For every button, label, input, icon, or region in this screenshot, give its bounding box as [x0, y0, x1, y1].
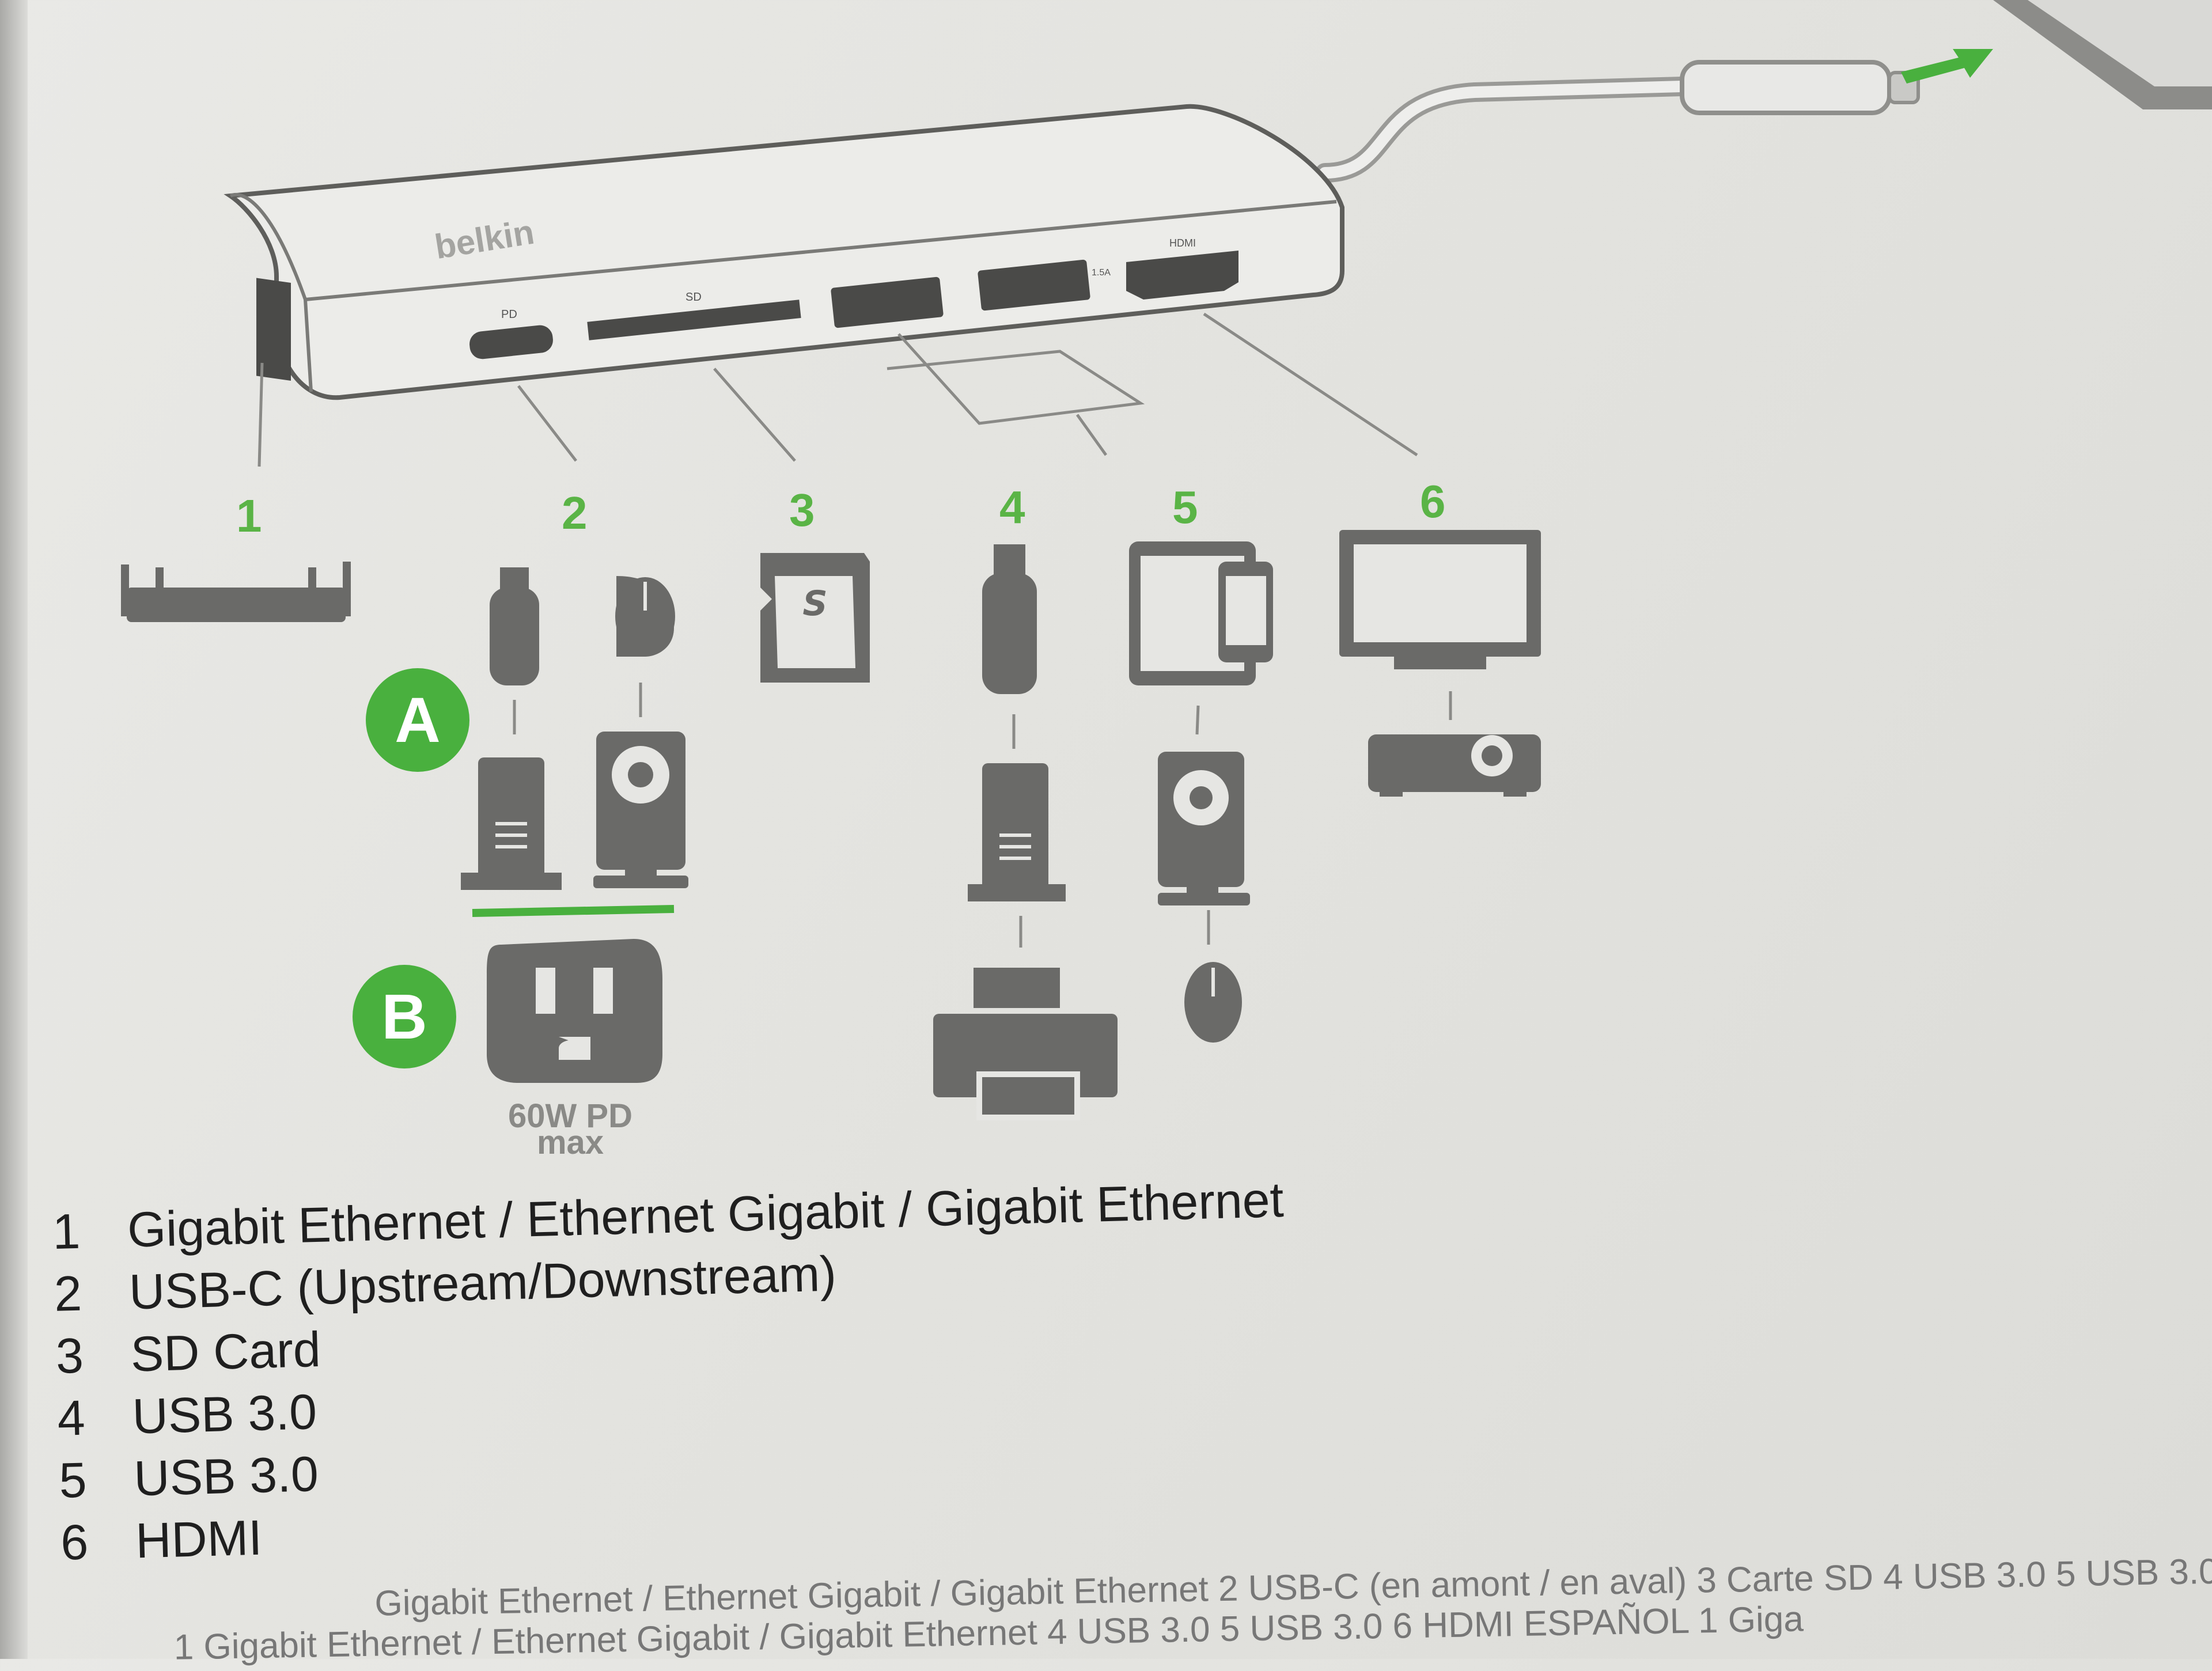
usb-drive-icon-4 [982, 544, 1037, 694]
hard-drive-icon-a [461, 757, 562, 890]
printer-icon [933, 968, 1118, 1120]
usb-a-port-2 [978, 259, 1090, 311]
group-b-badge: B [353, 965, 456, 1068]
legend-num: 6 [60, 1514, 89, 1571]
callout-5: 5 [1172, 482, 1198, 533]
callout-4: 4 [999, 482, 1025, 533]
group-divider [472, 905, 675, 917]
hard-drive-icon-4 [968, 763, 1066, 901]
leader-lines [257, 312, 1418, 467]
monitor-icon [1339, 530, 1541, 669]
legend-text: USB 3.0 [133, 1446, 319, 1507]
legend-text: SD Card [130, 1321, 321, 1382]
webcam-icon-5 [1158, 752, 1250, 905]
sd-card-icon: S [760, 553, 870, 683]
legend-num: 1 [52, 1203, 81, 1260]
usb-c-cable [1315, 77, 1692, 183]
group-a-badge: A [366, 668, 469, 772]
legend-text: HDMI [135, 1510, 263, 1569]
callout-2: 2 [562, 487, 588, 539]
mouse-icon-5 [1184, 962, 1242, 1043]
usb-c-plug [1680, 60, 1892, 115]
pd-port-label: PD [501, 308, 517, 321]
usb-power-label: 1.5A [1092, 268, 1111, 278]
sd-port-label: SD [685, 291, 702, 304]
legend-text: USB 3.0 [131, 1384, 318, 1445]
hub-body [224, 104, 1344, 400]
hdmi-port-label: HDMI [1169, 237, 1196, 249]
ethernet-port [256, 278, 291, 381]
pd-label-line1: 60W PD [508, 1097, 632, 1135]
wall-outlet-icon [487, 939, 662, 1083]
callout-3: 3 [789, 484, 815, 536]
usb-c-pd-port [469, 325, 553, 359]
pd-label-line2: max [536, 1124, 604, 1161]
projector-icon [1368, 734, 1541, 797]
webcam-icon-a [593, 732, 688, 888]
legend-num: 3 [55, 1328, 85, 1384]
sd-slot [587, 300, 801, 340]
legend-num: 2 [53, 1265, 83, 1322]
usb-a-port-1 [831, 276, 944, 328]
legend-num: 4 [56, 1390, 86, 1446]
power-delivery-label: 60W PD max [495, 1097, 645, 1161]
hdmi-port [1126, 251, 1238, 300]
arrow-right-icon [1901, 49, 1993, 84]
box-edge-shadow [0, 0, 28, 1659]
tablet-phone-icon [1129, 541, 1273, 685]
callout-6: 6 [1420, 476, 1446, 527]
svg-text:S: S [802, 583, 827, 624]
legend-num: 5 [58, 1452, 88, 1509]
callout-1: 1 [236, 490, 262, 541]
usb-drive-icon [490, 567, 539, 685]
router-icon [121, 562, 351, 622]
